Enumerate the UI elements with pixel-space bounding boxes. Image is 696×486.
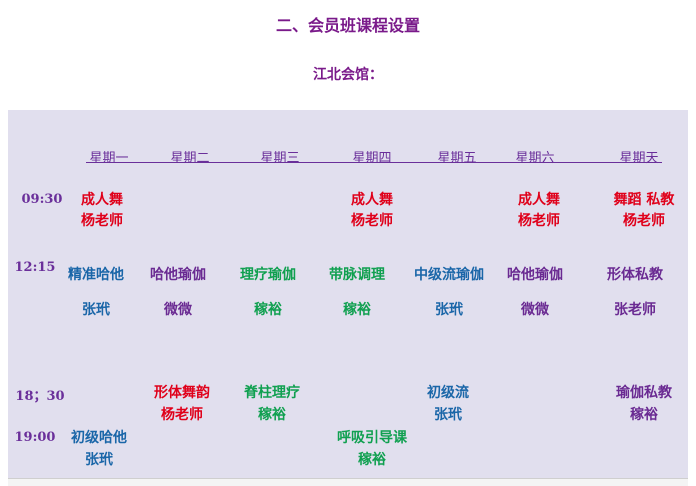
time-0930: 09:30 xyxy=(21,192,63,207)
time-1900: 19:00 xyxy=(14,430,56,445)
schedule-panel xyxy=(8,110,688,478)
bottom-scrollbar[interactable] xyxy=(8,478,688,486)
time-1215: 12:15 xyxy=(14,260,56,275)
class-cell: 中级流瑜伽张玳 xyxy=(414,267,484,318)
header-sunday: 星期天 xyxy=(619,151,659,166)
class-cell: 精准哈他张玳 xyxy=(68,267,124,318)
class-cell: 瑜伽私教稼裕 xyxy=(616,385,672,423)
class-cell: 带脉调理稼裕 xyxy=(329,267,385,318)
class-cell: 初级哈他张玳 xyxy=(71,430,127,468)
class-cell: 成人舞杨老师 xyxy=(81,192,123,229)
class-cell: 形体舞韵杨老师 xyxy=(154,385,210,423)
header-tuesday: 星期二 xyxy=(170,151,210,166)
header-saturday: 星期六 xyxy=(515,151,555,166)
venue-subtitle: 江北会馆： xyxy=(313,67,383,83)
time-1830: 18；30 xyxy=(15,389,65,404)
class-cell: 成人舞杨老师 xyxy=(351,192,393,229)
class-cell: 哈他瑜伽微微 xyxy=(507,267,563,318)
header-underline xyxy=(86,162,662,163)
header-friday: 星期五 xyxy=(437,151,477,166)
class-cell: 呼吸引导课稼裕 xyxy=(337,430,407,468)
header-monday: 星期一 xyxy=(89,151,129,166)
class-cell: 成人舞杨老师 xyxy=(518,192,560,229)
class-cell: 理疗瑜伽稼裕 xyxy=(240,267,296,318)
page-title: 二、会员班课程设置 xyxy=(275,16,420,35)
class-cell: 脊柱理疗稼裕 xyxy=(244,385,300,423)
class-cell: 哈他瑜伽微微 xyxy=(150,267,206,318)
header-wednesday: 星期三 xyxy=(260,151,300,166)
class-cell: 初级流张玳 xyxy=(427,385,469,423)
class-cell: 舞蹈 私教杨老师 xyxy=(613,192,675,229)
header-thursday: 星期四 xyxy=(352,151,392,166)
class-cell: 形体私教张老师 xyxy=(607,267,663,318)
